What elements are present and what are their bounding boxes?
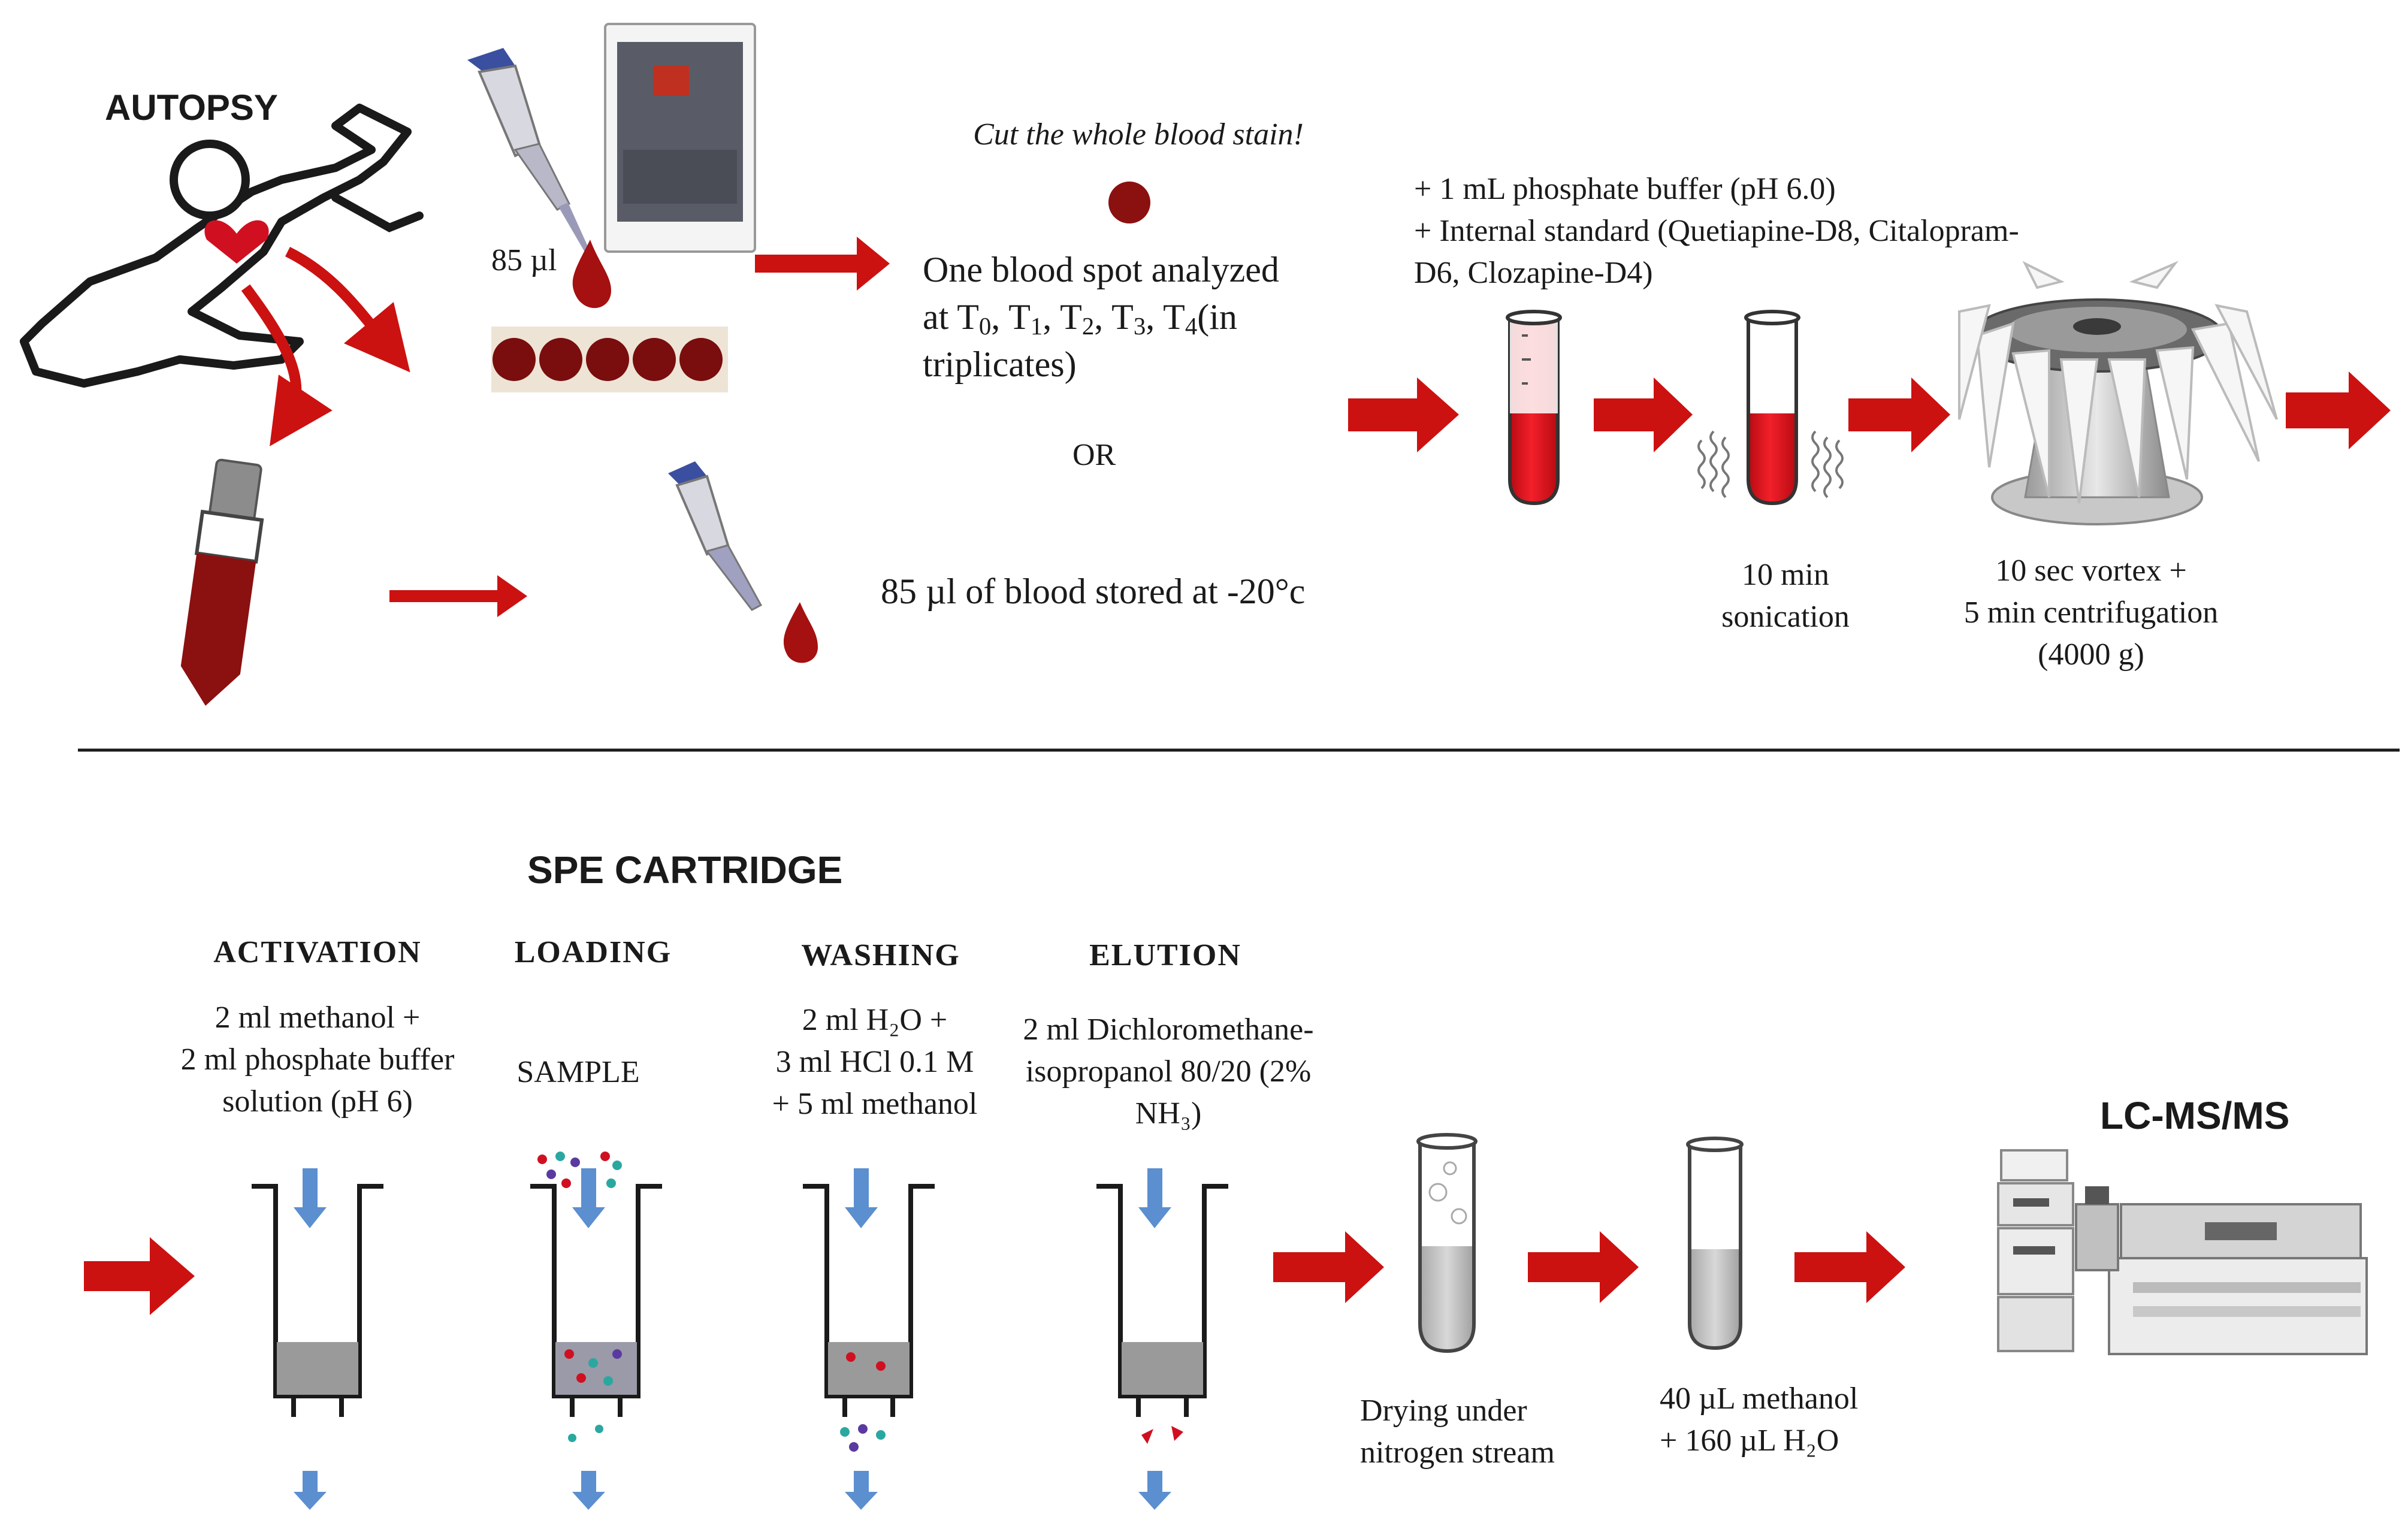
autopsy-label: AUTOPSY	[105, 87, 278, 128]
reconstitution-line1: 40 µL methanol	[1660, 1382, 1859, 1416]
blood-drop-icon	[783, 602, 818, 663]
step-title-elution: ELUTION	[1089, 938, 1241, 972]
arrow-right	[1273, 1231, 1384, 1303]
spe-cartridge-icon	[1096, 1168, 1228, 1510]
flow-arrow-icon	[294, 1168, 327, 1228]
spe-cartridge-icon	[530, 1152, 662, 1510]
time-sub: 3	[1133, 312, 1146, 340]
elution-line3: NH₃)	[1135, 1096, 1202, 1131]
step-title-activation: ACTIVATION	[213, 935, 422, 969]
pipette-icon	[668, 461, 763, 611]
step-title-washing: WASHING	[801, 938, 960, 972]
activation-line3: solution (pH 6)	[222, 1084, 413, 1119]
stored-blood-label: 85 µl of blood stored at -20°c	[881, 572, 1306, 611]
test-tube-icon	[1686, 1137, 1744, 1350]
blood-spot-line1: One blood spot analyzed	[923, 250, 1279, 289]
flow-arrow-icon	[294, 1471, 327, 1510]
test-tube-icon	[1744, 310, 1800, 506]
curved-arrow-down	[241, 284, 333, 446]
time-sub: 1	[1030, 312, 1043, 340]
flow-arrow-icon	[845, 1471, 878, 1510]
flow-arrow-icon	[845, 1168, 878, 1228]
blood-drop-icon	[572, 240, 611, 309]
test-tube-icon	[1416, 1133, 1478, 1353]
drying-line2: nitrogen stream	[1360, 1436, 1555, 1470]
reconstitution-line2: + 160 µL H₂O	[1660, 1424, 1839, 1458]
blood-spot-line2-post: (in	[1197, 297, 1237, 337]
sample-particles	[537, 1152, 622, 1442]
arrow-right	[2286, 371, 2391, 449]
blood-spot-line3: triplicates)	[923, 344, 1077, 384]
elution-line1: 2 ml Dichloromethane-	[1023, 1013, 1314, 1047]
buffer-line2: + Internal standard (Quetiapine-D8, Cita…	[1414, 214, 2019, 248]
centrifugation-line1: 10 sec vortex +	[1995, 554, 2187, 588]
step-title-loading: LOADING	[514, 935, 672, 969]
buffer-line1: + 1 mL phosphate buffer (pH 6.0)	[1414, 172, 1836, 206]
flow-arrow-icon	[1138, 1471, 1171, 1510]
buffer-line3: D6, Clozapine-D4)	[1414, 256, 1653, 290]
blood-spot-icon	[1108, 182, 1150, 223]
time-sub: 0	[978, 312, 992, 340]
centrifuge-icon	[1958, 261, 2278, 525]
flow-arrow-icon	[572, 1168, 605, 1228]
test-tube-icon	[1506, 310, 1562, 506]
spe-cartridge-icon	[252, 1168, 383, 1510]
arrow-right	[755, 237, 890, 291]
arrow-right	[1594, 377, 1693, 452]
arrow-right	[1348, 377, 1459, 452]
arrow-right	[1528, 1231, 1639, 1303]
sonication-line2: sonication	[1721, 600, 1850, 634]
time-sub: 2	[1081, 312, 1095, 340]
loading-line1: SAMPLE	[516, 1055, 640, 1089]
elution-line2: isopropanol 80/20 (2%	[1025, 1054, 1312, 1089]
arrow-right	[1794, 1231, 1905, 1303]
arrow-right	[389, 575, 527, 617]
pipette-icon	[467, 48, 590, 254]
washing-line1: 2 ml H₂O +	[802, 1003, 948, 1037]
washing-line3: + 5 ml methanol	[772, 1087, 978, 1121]
cut-note: Cut the whole blood stain!	[973, 117, 1304, 152]
curved-arrow-right	[285, 246, 410, 373]
lc-ms-label: LC-MS/MS	[2100, 1094, 2290, 1137]
flow-arrow-icon	[572, 1471, 605, 1510]
activation-line1: 2 ml methanol +	[214, 1001, 421, 1035]
sonication-line1: 10 min	[1742, 558, 1829, 592]
time-sub: 4	[1185, 312, 1198, 340]
spe-cartridge-title: SPE CARTRIDGE	[527, 848, 843, 892]
sonication-waves-icon	[1697, 430, 1844, 498]
arrow-right	[84, 1237, 195, 1315]
dbs-card-icon	[604, 23, 756, 253]
flow-arrow-icon	[1138, 1168, 1171, 1228]
pipette-volume-label: 85 µl	[491, 243, 557, 277]
heart-icon	[204, 220, 269, 264]
blood-tube-icon	[180, 458, 264, 706]
arrow-right	[1848, 377, 1950, 452]
lc-ms-instrument-icon	[1997, 1149, 2368, 1355]
dbs-spots-strip	[491, 327, 728, 392]
drying-line1: Drying under	[1360, 1394, 1527, 1428]
centrifugation-line2: 5 min centrifugation	[1963, 596, 2219, 630]
blood-spot-line2: at T0, T1, T2, T3, T4(in	[923, 297, 1237, 340]
centrifugation-line3: (4000 g)	[2038, 637, 2144, 672]
washing-line2: 3 ml HCl 0.1 M	[775, 1045, 974, 1079]
activation-line2: 2 ml phosphate buffer	[180, 1042, 455, 1077]
or-label: OR	[1072, 438, 1116, 472]
spe-cartridge-icon	[803, 1168, 935, 1510]
blood-spot-line2-pre: at T	[923, 297, 979, 337]
